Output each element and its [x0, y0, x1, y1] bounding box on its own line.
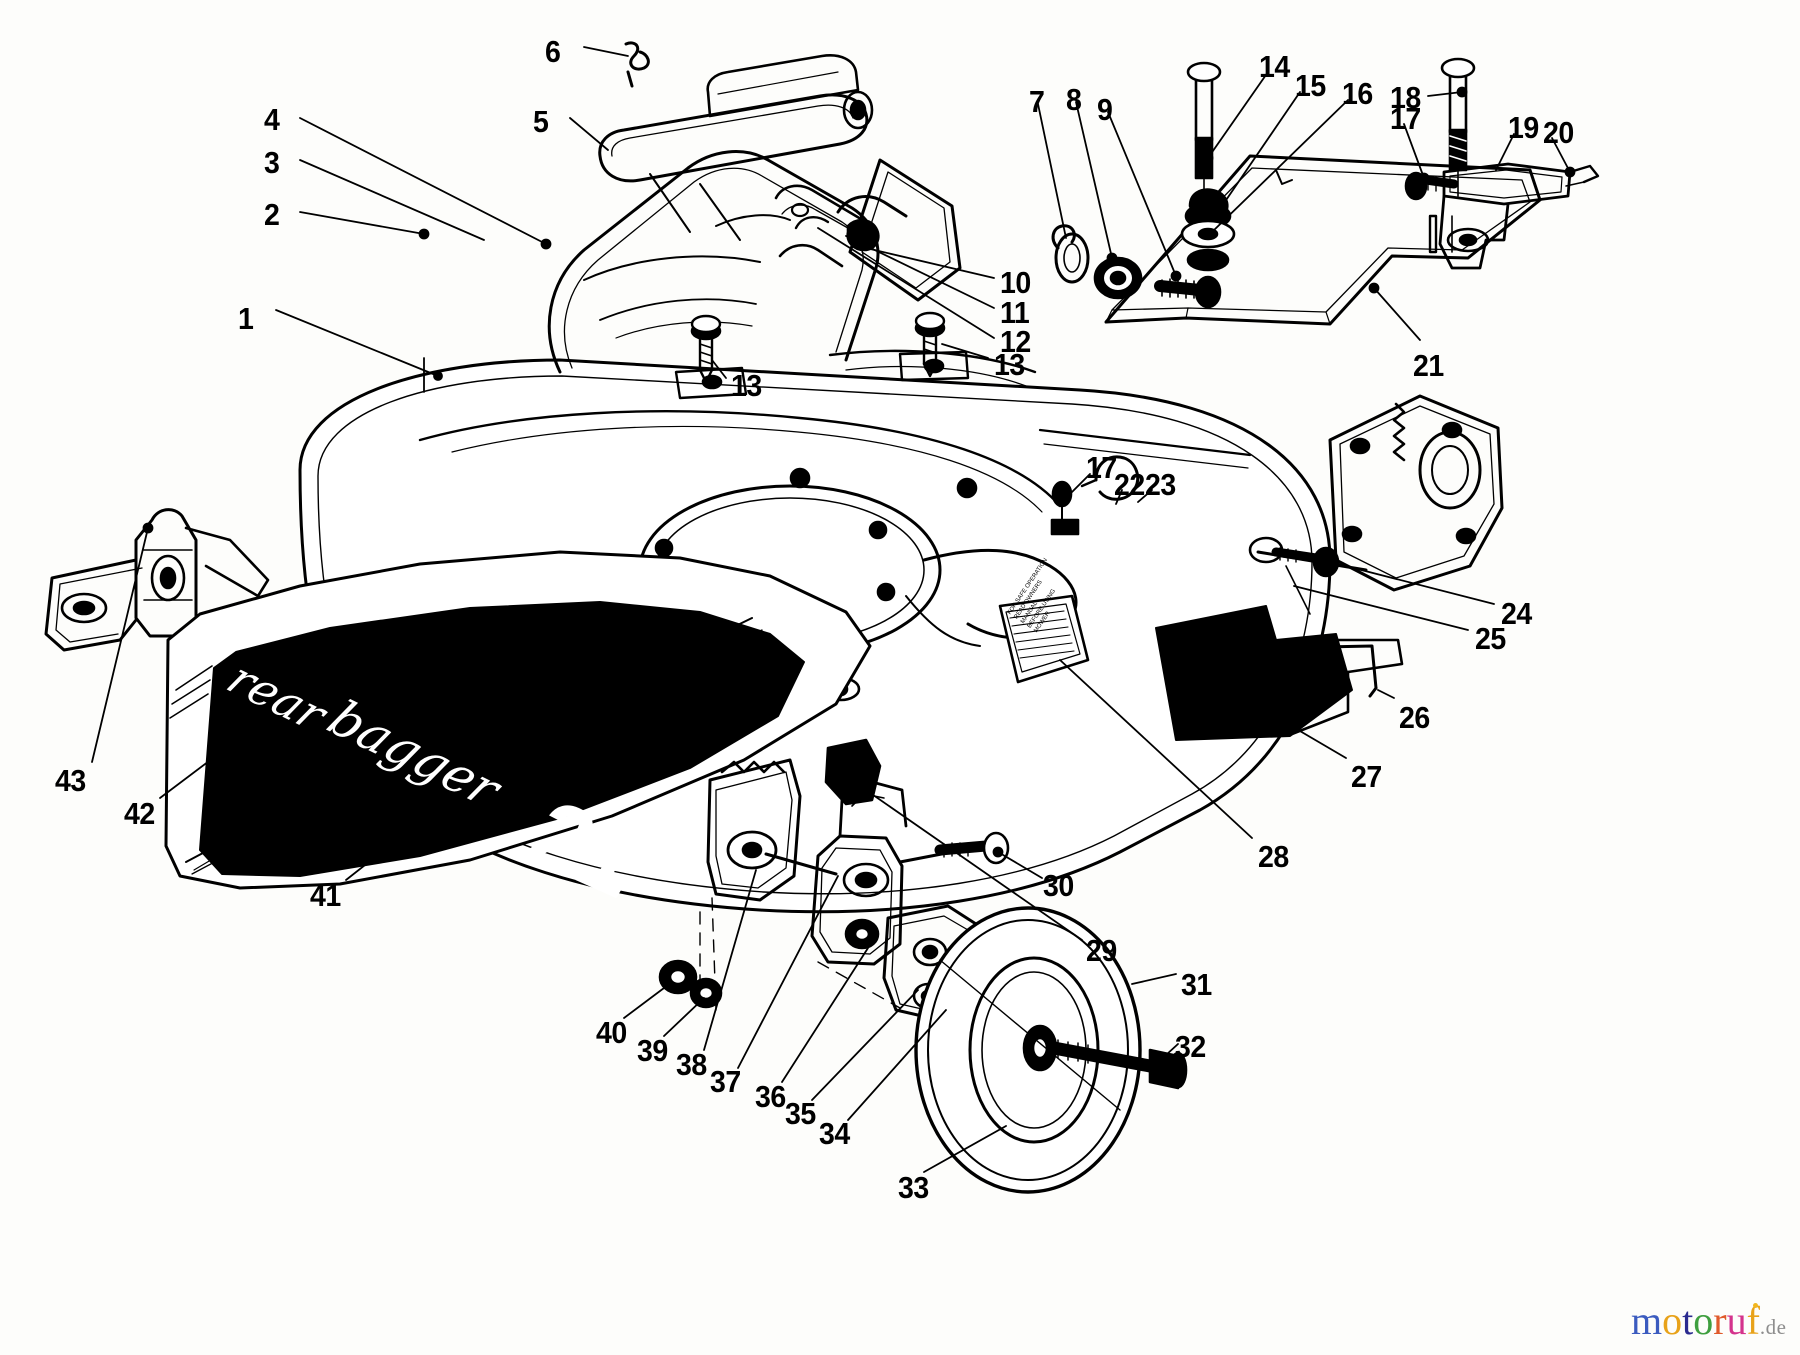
callout-number-17b: 17 — [1086, 450, 1117, 485]
callout-number-21: 21 — [1413, 348, 1444, 383]
callout-number-13b: 13 — [994, 347, 1025, 382]
callout-number-27: 27 — [1351, 759, 1382, 794]
watermark-letter-6: f — [1746, 1298, 1760, 1343]
axle-bolt-32 — [1047, 1039, 1188, 1090]
callout-number-24: 24 — [1501, 596, 1532, 631]
callout-number-26: 26 — [1399, 700, 1430, 735]
front-wheel-arm-assembly — [658, 738, 1010, 1011]
callout-number-25: 25 — [1475, 621, 1506, 656]
motoruf-watermark: motoruf.de — [1631, 1301, 1786, 1341]
callout-number-23: 23 — [1145, 467, 1176, 502]
callout-number-9: 9 — [1097, 92, 1113, 127]
callout-number-36: 36 — [755, 1079, 786, 1114]
watermark-suffix: .de — [1759, 1315, 1787, 1339]
callout-number-43: 43 — [55, 763, 86, 798]
watermark-letter-0: m — [1631, 1298, 1663, 1343]
handle-bar — [598, 54, 874, 241]
callout-number-34: 34 — [819, 1116, 850, 1151]
callout-number-17a: 17 — [1390, 101, 1421, 136]
bolt-stack-14-15-16 — [1180, 61, 1236, 272]
callout-number-32: 32 — [1175, 1029, 1206, 1064]
watermark-letter-2: t — [1682, 1298, 1694, 1343]
watermark-letter-1: o — [1662, 1298, 1683, 1343]
callout-number-33: 33 — [898, 1170, 929, 1205]
callout-number-18: 18 — [1390, 80, 1421, 115]
rear-shield-black — [1155, 605, 1404, 741]
callout-number-28: 28 — [1258, 839, 1289, 874]
callout-number-13a: 13 — [731, 368, 762, 403]
callout-number-16: 16 — [1342, 76, 1373, 111]
callout-number-31: 31 — [1181, 967, 1212, 1002]
callout-number-10: 10 — [1000, 265, 1031, 300]
watermark-letter-3: o — [1693, 1298, 1714, 1343]
callout-number-38: 38 — [676, 1047, 707, 1082]
callout-number-4: 4 — [264, 102, 280, 137]
bolt-13-right — [914, 311, 946, 378]
callout-number-8: 8 — [1066, 82, 1082, 117]
callout-number-39: 39 — [637, 1033, 668, 1068]
watermark-dot — [1753, 1303, 1758, 1308]
left-front-bracket-43 — [44, 508, 270, 652]
return-spring-6 — [624, 41, 650, 88]
callout-number-42: 42 — [124, 796, 155, 831]
callout-number-29: 29 — [1086, 933, 1117, 968]
callout-number-6: 6 — [545, 34, 561, 69]
callout-number-12: 12 — [1000, 324, 1031, 359]
callout-number-7: 7 — [1029, 84, 1045, 119]
callout-number-41: 41 — [310, 878, 341, 913]
callout-number-40: 40 — [596, 1015, 627, 1050]
callout-number-1: 1 — [238, 301, 254, 336]
callout-number-35: 35 — [785, 1096, 816, 1131]
callout-number-2: 2 — [264, 197, 280, 232]
callout-number-5: 5 — [533, 104, 549, 139]
callout-number-11: 11 — [1000, 295, 1030, 330]
leader-lines — [91, 46, 1576, 1173]
callout-number-19: 19 — [1508, 110, 1539, 145]
warning-decal-28 — [998, 594, 1090, 684]
control-lever-bracket — [674, 158, 1222, 400]
watermark-letter-4: r — [1713, 1298, 1727, 1343]
callout-number-30: 30 — [1043, 868, 1074, 903]
watermark-letter-5: u — [1726, 1298, 1747, 1343]
callout-number-22: 22 — [1114, 467, 1145, 502]
callout-number-37: 37 — [710, 1064, 741, 1099]
callout-number-15: 15 — [1295, 68, 1326, 103]
callout-number-14: 14 — [1259, 49, 1290, 84]
callout-number-20: 20 — [1543, 115, 1574, 150]
latch-bracket-17-20 — [1404, 57, 1600, 270]
front-skirt-decal-panel — [164, 550, 872, 890]
front-wheel — [914, 906, 1142, 1194]
callout-number-3: 3 — [264, 145, 280, 180]
